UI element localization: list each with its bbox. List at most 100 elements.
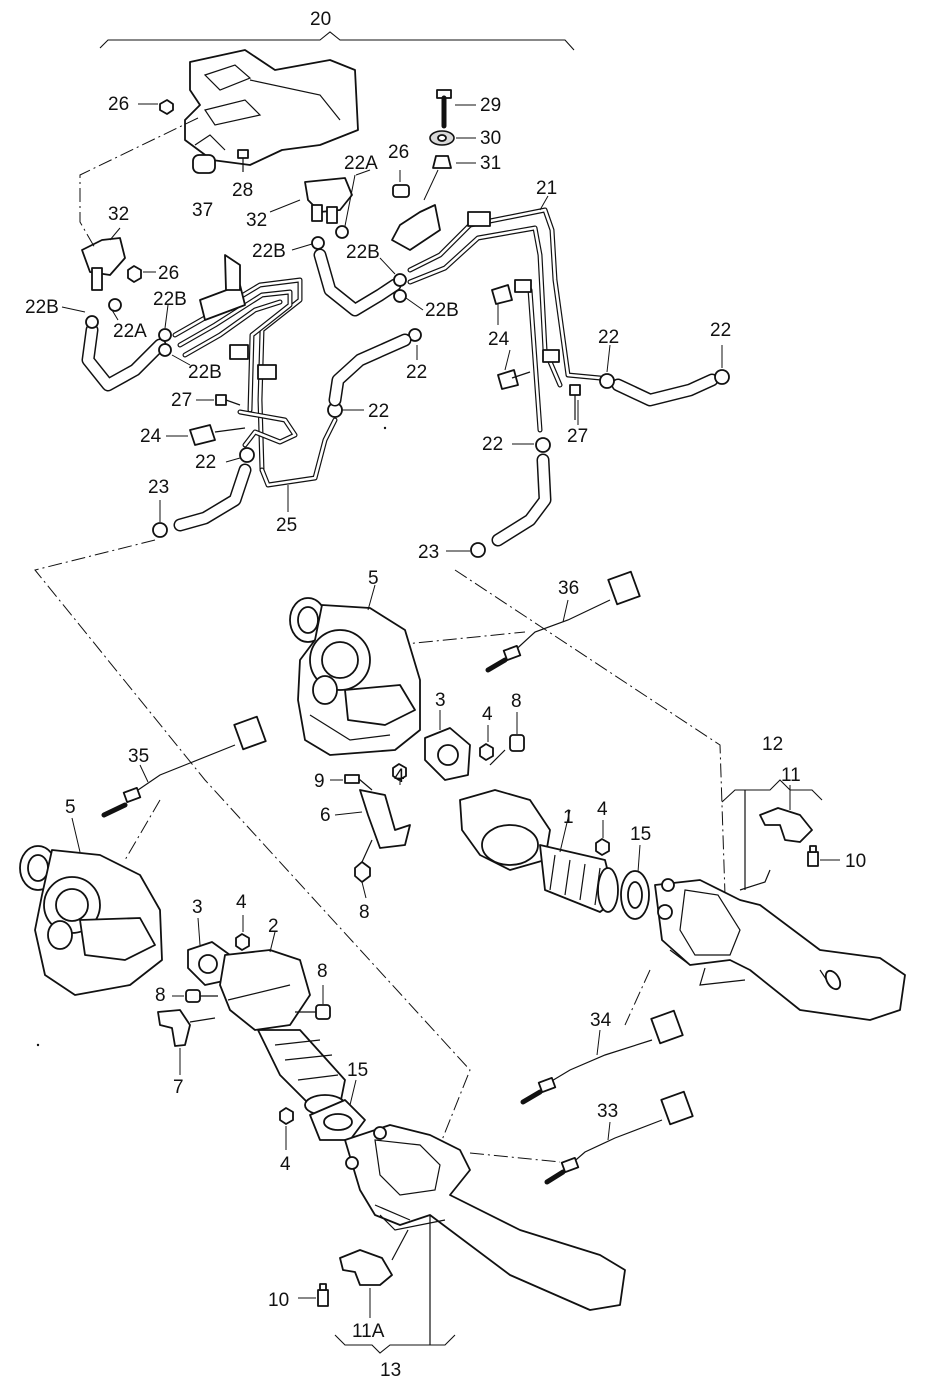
gasket-icon <box>620 870 650 920</box>
label-22: 22 <box>195 452 216 473</box>
label-22: 22 <box>406 362 427 383</box>
label-29: 29 <box>480 95 501 116</box>
hose-icon <box>173 463 252 532</box>
bolt-icon <box>436 89 452 129</box>
catalytic-converter-icon <box>459 789 619 913</box>
label-20: 20 <box>310 9 331 30</box>
bolt-icon <box>344 774 373 883</box>
hose-icon <box>491 373 719 547</box>
label-27: 27 <box>567 426 588 447</box>
hose-clamp-icon <box>311 225 407 303</box>
hose-icon <box>313 248 402 317</box>
label-15: 15 <box>630 824 651 845</box>
bolt-icon <box>237 149 249 172</box>
label-35: 35 <box>128 746 149 767</box>
hose-clamp-icon <box>85 298 172 357</box>
gasket-icon <box>424 727 471 781</box>
label-4: 4 <box>394 766 405 787</box>
label-23: 23 <box>418 542 439 563</box>
bolt-icon <box>807 845 819 867</box>
label-2: 2 <box>268 916 279 937</box>
nut-icon <box>432 155 452 169</box>
label-31: 31 <box>480 153 501 174</box>
bracket-icon <box>199 254 277 380</box>
label-22A: 22A <box>113 321 147 342</box>
bracket-icon <box>157 1009 216 1047</box>
label-26: 26 <box>388 142 409 163</box>
label-4: 4 <box>236 892 247 913</box>
label-5: 5 <box>65 797 76 818</box>
label-22B: 22B <box>425 300 459 321</box>
nut-icon <box>279 1107 294 1125</box>
label-6: 6 <box>320 805 331 826</box>
grommet-icon <box>429 130 455 146</box>
temperature-sensor-icon <box>485 570 641 673</box>
temperature-sensor-icon <box>520 1009 684 1105</box>
label-11A: 11A <box>352 1321 385 1342</box>
exhaust-pipe-icon <box>654 869 906 1021</box>
bolt-icon <box>489 734 525 766</box>
bracket-icon <box>339 1249 393 1286</box>
leader-dash-turbo-left <box>34 539 471 1146</box>
label-8: 8 <box>359 902 370 923</box>
label-33: 33 <box>597 1101 618 1122</box>
label-15: 15 <box>347 1060 368 1081</box>
label-8: 8 <box>511 691 522 712</box>
nut-icon <box>127 265 142 283</box>
label-8: 8 <box>155 985 166 1006</box>
label-27: 27 <box>171 390 192 411</box>
nut-icon <box>159 99 174 115</box>
label-34: 34 <box>590 1010 612 1031</box>
temperature-sensor-icon <box>544 1090 694 1185</box>
label-22B: 22B <box>25 297 59 318</box>
label-26: 26 <box>158 263 179 284</box>
nut-icon <box>595 838 610 856</box>
bolt-icon <box>185 989 331 1020</box>
label-22: 22 <box>598 327 619 348</box>
label-3: 3 <box>435 690 446 711</box>
temperature-sensor-icon <box>101 715 267 818</box>
label-37: 37 <box>192 200 213 221</box>
label-23: 23 <box>148 477 169 498</box>
bracket-icon <box>759 807 813 843</box>
label-22B: 22B <box>346 242 380 263</box>
label-21: 21 <box>536 178 557 199</box>
label-22: 22 <box>482 434 503 455</box>
label-30: 30 <box>480 128 501 149</box>
vacuum-pipe-icon <box>237 409 338 488</box>
hose-clamp-icon <box>470 369 730 558</box>
catalytic-converter-icon <box>219 949 346 1116</box>
nut-icon <box>392 743 494 781</box>
label-24: 24 <box>488 329 510 350</box>
bracket-icon <box>359 789 411 849</box>
label-22A: 22A <box>344 153 378 174</box>
bolt-icon <box>317 1283 329 1307</box>
leader-dash-20 <box>79 117 199 249</box>
label-25: 25 <box>276 515 297 536</box>
label-26: 26 <box>108 94 129 115</box>
turbocharger-icon <box>289 597 421 756</box>
label-12: 12 <box>762 734 783 755</box>
label-5: 5 <box>368 568 379 589</box>
label-1: 1 <box>563 807 574 828</box>
bushing-icon <box>192 154 216 174</box>
label-24: 24 <box>140 426 162 447</box>
label-4: 4 <box>280 1154 291 1175</box>
label-22B: 22B <box>252 241 286 262</box>
bracket-icon <box>467 211 560 363</box>
label-22: 22 <box>368 401 389 422</box>
label-32: 32 <box>108 204 129 225</box>
group-bracket-12 <box>721 779 823 803</box>
label-9: 9 <box>314 771 325 792</box>
clip-icon <box>491 284 531 390</box>
label-7: 7 <box>173 1077 184 1098</box>
bracket-icon <box>391 184 441 251</box>
hose-icon <box>328 333 412 407</box>
pressure-sensor-icon <box>81 237 126 291</box>
pressure-sensor-icon <box>304 177 353 224</box>
label-22B: 22B <box>188 362 222 383</box>
label-36: 36 <box>558 578 579 599</box>
hose-icon <box>81 323 167 392</box>
vacuum-pipe-icon <box>172 277 303 473</box>
